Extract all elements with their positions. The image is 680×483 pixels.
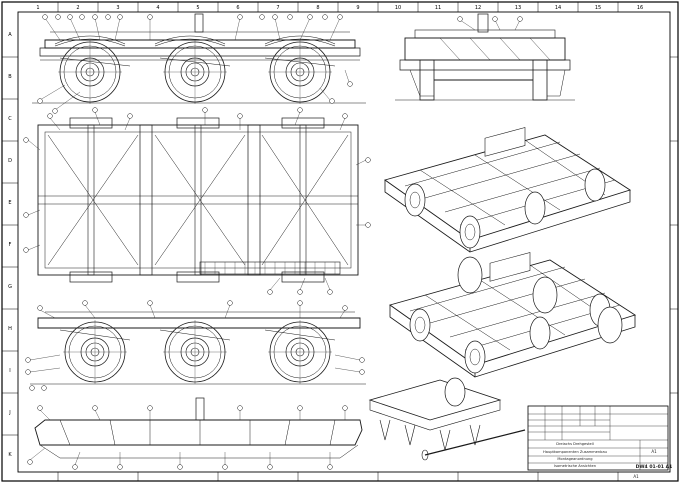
zone-ticks-top: [57, 2, 619, 481]
isometric-view-middle: [389, 252, 636, 378]
zone-label: 2: [76, 5, 79, 11]
isometric-view-bottom: [368, 377, 526, 461]
zone-label: 11: [435, 5, 441, 11]
title-line-4: Isometrische Ansichten: [554, 464, 596, 468]
zone-label: 10: [395, 5, 401, 11]
frame-section-view: [29, 397, 363, 466]
title-line-2: Hauptkomponenten Zusammenbau: [543, 450, 607, 454]
side-elevation-view: [32, 13, 366, 111]
zone-label: 4: [156, 5, 159, 11]
zone-label: 16: [637, 5, 643, 11]
zone-label: 8: [316, 5, 319, 11]
zone-label: 1: [36, 5, 39, 11]
drawing-number: DW4 01-01 A1: [636, 464, 673, 470]
zone-label: I: [9, 368, 10, 374]
inner-frame: [17, 11, 671, 473]
zone-label: H: [8, 326, 12, 332]
zone-label: 9: [356, 5, 359, 11]
title-line-1: Dreiachs Drehgestell: [556, 442, 593, 446]
title-line-3: Montageanordnung: [557, 457, 592, 461]
sheet-size: A1: [651, 449, 657, 454]
zone-label: 14: [555, 5, 561, 11]
zone-label: C: [8, 116, 12, 122]
zone-label: 5: [196, 5, 199, 11]
section-elevation-view: [29, 304, 366, 385]
zone-label: E: [8, 200, 11, 206]
zone-label: A: [8, 32, 12, 38]
zone-label: B: [8, 74, 12, 80]
zone-label: J: [8, 410, 10, 416]
plan-view: [27, 111, 367, 291]
zone-label: F: [9, 242, 12, 248]
revision-label: A1: [633, 474, 639, 479]
zone-labels-top: 1 2 3 4 5 6 7 8 9 10 11 12 13 14 15 16: [36, 5, 643, 11]
zone-labels-left: A B C D E F G H I J K: [8, 32, 12, 458]
zone-label: 12: [475, 5, 481, 11]
end-elevation-view: [395, 13, 575, 101]
zone-label: 6: [236, 5, 239, 11]
zone-label: 3: [116, 5, 119, 11]
title-block: Dreiachs Drehgestell Hauptkomponenten Zu…: [527, 405, 673, 479]
zone-label: K: [8, 452, 12, 458]
zone-label: 13: [515, 5, 521, 11]
zone-label: 15: [595, 5, 601, 11]
zone-label: D: [8, 158, 12, 164]
zone-ticks-left: [2, 56, 678, 436]
zone-label: G: [8, 284, 12, 290]
zone-label: 7: [276, 5, 279, 11]
